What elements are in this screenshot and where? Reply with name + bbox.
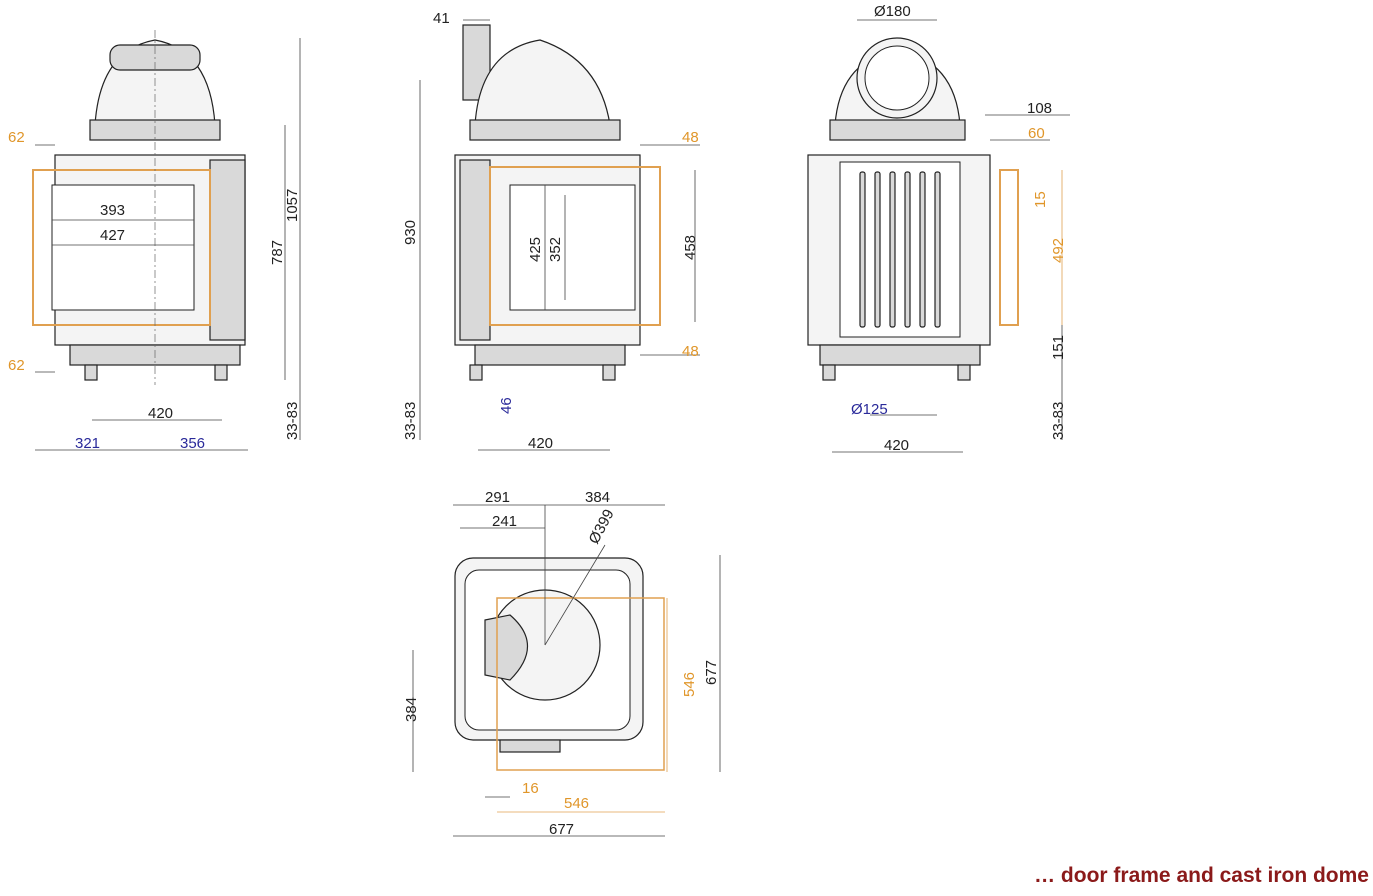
- dim-label: 62: [8, 357, 25, 374]
- dim-label: 46: [498, 397, 515, 414]
- dim-label: 677: [703, 660, 720, 685]
- dim-label: 787: [269, 240, 286, 265]
- dim-label: 492: [1050, 238, 1067, 263]
- dim-label: 420: [528, 435, 553, 452]
- dim-label: 33-83: [284, 402, 301, 440]
- door-frame: [32, 169, 211, 326]
- dim-label: 241: [492, 513, 517, 530]
- dim-label: Ø125: [851, 401, 888, 418]
- dim-label: 352: [547, 237, 564, 262]
- louvers: [859, 171, 941, 328]
- side-panel: [459, 159, 491, 341]
- foot-left: [822, 364, 836, 381]
- dim-label: 151: [1050, 335, 1067, 360]
- dim-label: 393: [100, 202, 125, 219]
- foot-right: [214, 364, 228, 381]
- foot-right: [602, 364, 616, 381]
- glass-window: [509, 184, 636, 311]
- dim-label: 15: [1032, 191, 1049, 208]
- dim-label: 62: [8, 129, 25, 146]
- dim-label: 546: [681, 672, 698, 697]
- back-plate: [839, 161, 961, 338]
- dim-label: 33-83: [402, 402, 419, 440]
- flue-opening: [864, 45, 930, 111]
- dim-label: 291: [485, 489, 510, 506]
- dim-label: 48: [682, 343, 699, 360]
- base: [819, 344, 981, 366]
- flue-outlet: [484, 614, 529, 681]
- dim-label: 41: [433, 10, 450, 27]
- dim-label: 16: [522, 780, 539, 797]
- dim-label: Ø180: [874, 3, 911, 20]
- dim-label: 930: [402, 220, 419, 245]
- door-frame: [496, 597, 665, 771]
- dome-base: [829, 119, 966, 141]
- dim-label: 546: [564, 795, 589, 812]
- foot-left: [84, 364, 98, 381]
- foot-left: [469, 364, 483, 381]
- front-view: 62 393 427 787 1057 62 420 321 356 33-83: [8, 30, 301, 452]
- dim-label: 1057: [284, 189, 301, 222]
- dome: [474, 39, 611, 126]
- door-frame: [489, 166, 661, 326]
- dim-label: 420: [884, 437, 909, 454]
- side-panel: [209, 159, 246, 341]
- dim-label: 425: [527, 237, 544, 262]
- glass-window: [51, 184, 195, 311]
- air-intake: [499, 739, 561, 753]
- dim-label: 356: [180, 435, 205, 452]
- dim-label: 108: [1027, 100, 1052, 117]
- dim-label: 384: [585, 489, 610, 506]
- dim-label: 33-83: [1050, 402, 1067, 440]
- dim-label: 48: [682, 129, 699, 146]
- caption: … door frame and cast iron dome: [1034, 864, 1369, 887]
- dim-label: 60: [1028, 125, 1045, 142]
- dim-label: 420: [148, 405, 173, 422]
- dim-label: 321: [75, 435, 100, 452]
- door-frame-edge: [999, 169, 1019, 326]
- dim-label: 384: [403, 697, 420, 722]
- dim-label: Ø399: [586, 506, 618, 546]
- side-view: 41 930 48 425 352 458 48 33-83 46 420: [402, 10, 700, 452]
- base: [474, 344, 626, 366]
- dim-label: 427: [100, 227, 125, 244]
- dim-label: 458: [682, 235, 699, 260]
- back-view: Ø180 108 60 15 492 151 Ø125 420 33-83: [807, 3, 1070, 454]
- foot-right: [957, 364, 971, 381]
- dome-base: [469, 119, 621, 141]
- top-view: 291 384 241 Ø399 384 546 677 16 546 677: [403, 489, 721, 838]
- dim-label: 677: [549, 821, 574, 838]
